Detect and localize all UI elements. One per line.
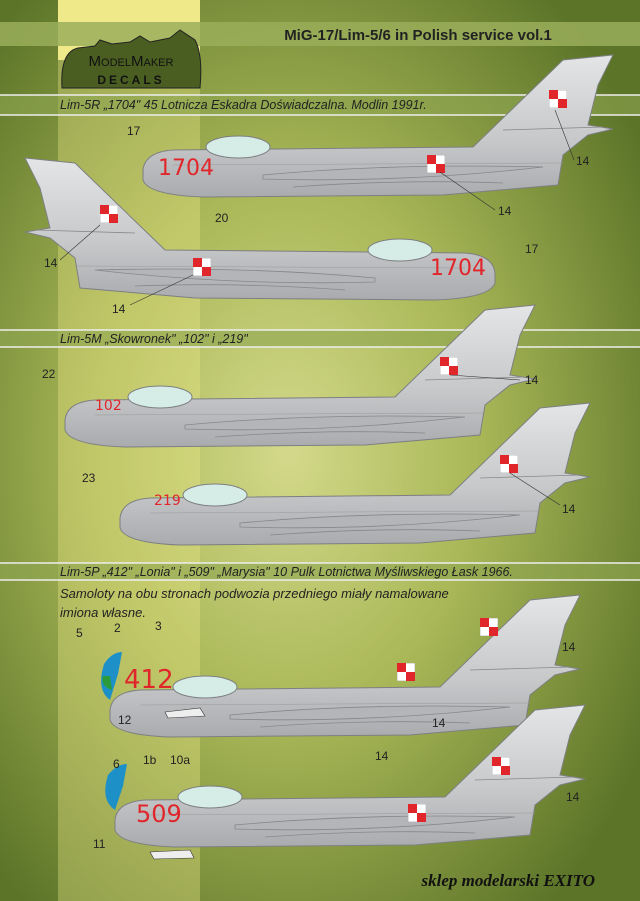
nose-green bbox=[102, 676, 112, 690]
callout: 17 bbox=[127, 124, 141, 138]
section-3-band: Lim-5P „412" „Lonia" i „509" „Marysia" 1… bbox=[0, 562, 640, 620]
callout: 23 bbox=[82, 471, 96, 485]
nose-gear-door bbox=[164, 707, 206, 719]
insignia bbox=[408, 804, 426, 822]
nose-blue bbox=[105, 764, 127, 810]
nose-gear-door bbox=[149, 849, 195, 860]
callout: 14 bbox=[566, 790, 580, 804]
insignia bbox=[100, 205, 118, 223]
insignia bbox=[440, 357, 458, 375]
callout: 11 bbox=[93, 837, 106, 851]
insignia bbox=[492, 757, 510, 775]
footer-shop-name: sklep modelarski EXITO bbox=[421, 871, 595, 890]
callout: 14 bbox=[576, 154, 590, 168]
callout: 14 bbox=[562, 502, 576, 516]
callout: 5 bbox=[76, 626, 83, 640]
section-note: imiona własne. bbox=[60, 605, 146, 620]
callout: 20 bbox=[215, 211, 229, 225]
tactical-number: 102 bbox=[95, 398, 122, 414]
callout: 17 bbox=[525, 242, 539, 256]
callout: 3 bbox=[155, 619, 162, 633]
callout: 22 bbox=[42, 367, 56, 381]
tactical-number: 1704 bbox=[158, 156, 214, 181]
callout: 14 bbox=[44, 256, 58, 270]
aircraft-1704-right: 1704 14 14 17 bbox=[24, 157, 539, 316]
insignia bbox=[427, 155, 445, 173]
insignia bbox=[500, 455, 518, 473]
callout: 12 bbox=[118, 713, 132, 727]
callout: 2 bbox=[114, 621, 121, 635]
logo-text: ModelMaker bbox=[89, 53, 174, 70]
tactical-number: 412 bbox=[124, 665, 174, 695]
aircraft-412: 412 5 2 3 12 14 14 bbox=[76, 594, 581, 738]
callout: 14 bbox=[562, 640, 576, 654]
section-caption: Lim-5M „Skowronek" „102" i „219" bbox=[60, 332, 248, 346]
callout: 14 bbox=[525, 373, 539, 387]
callout: 1b bbox=[143, 753, 157, 767]
callout: 6 bbox=[113, 757, 120, 771]
aircraft-219: 219 23 14 bbox=[82, 402, 591, 546]
insignia bbox=[397, 663, 415, 681]
logo-subtext: DECALS bbox=[97, 73, 164, 87]
aircraft-102: 102 22 14 bbox=[42, 304, 539, 448]
section-caption: Lim-5R „1704" 45 Lotnicza Eskadra Doświa… bbox=[60, 98, 427, 112]
callout: 14 bbox=[375, 749, 389, 763]
nose-blue bbox=[101, 652, 122, 700]
tactical-number: 219 bbox=[154, 493, 181, 509]
modelmaker-logo: ModelMaker DECALS bbox=[61, 29, 202, 89]
insignia bbox=[549, 90, 567, 108]
tactical-number: 1704 bbox=[430, 256, 486, 281]
callout: 14 bbox=[432, 716, 446, 730]
callout: 14 bbox=[498, 204, 512, 218]
aircraft-1704-left: 1704 17 20 14 14 bbox=[127, 54, 614, 225]
section-caption: Lim-5P „412" „Lonia" i „509" „Marysia" 1… bbox=[60, 565, 513, 579]
aircraft-509: 509 6 1b 10a 11 14 14 bbox=[93, 704, 586, 860]
insignia bbox=[480, 618, 498, 636]
section-note: Samoloty na obu stronach podwozia przedn… bbox=[60, 586, 449, 601]
section-2-band: Lim-5M „Skowronek" „102" i „219" bbox=[0, 329, 640, 348]
callout: 10a bbox=[170, 753, 190, 767]
insignia bbox=[193, 258, 211, 276]
callout: 14 bbox=[112, 302, 126, 316]
tactical-number: 509 bbox=[136, 800, 182, 828]
sheet-title: MiG-17/Lim-5/6 in Polish service vol.1 bbox=[284, 27, 552, 44]
